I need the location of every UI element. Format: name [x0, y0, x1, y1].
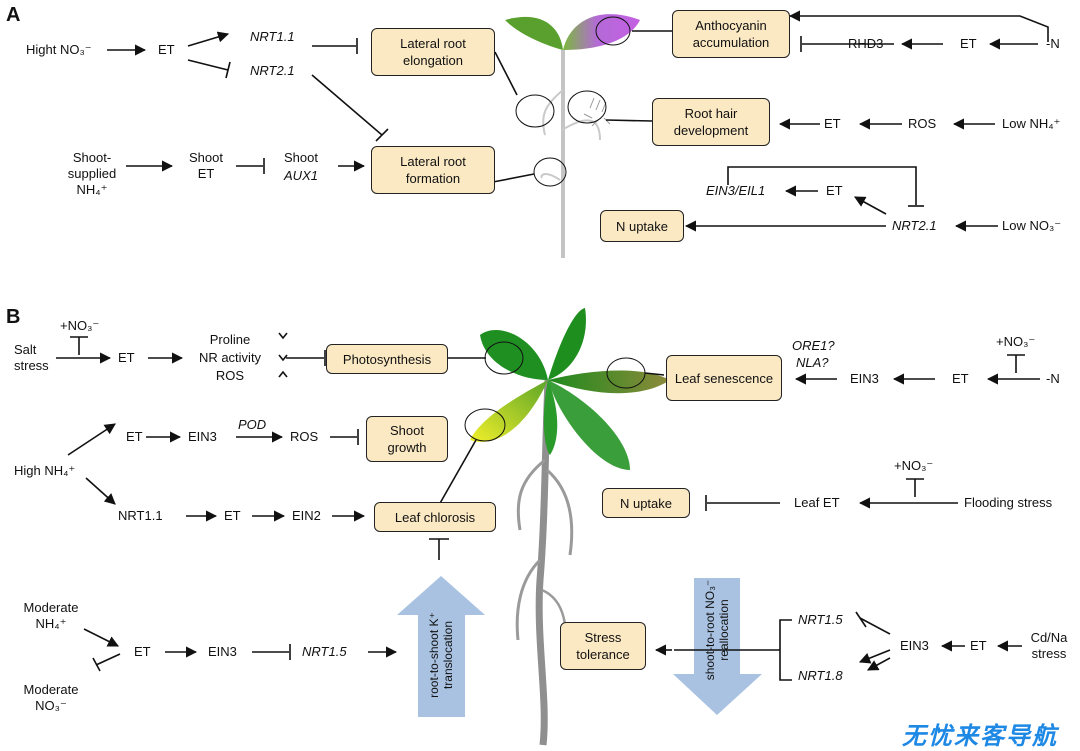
moderate-no3-label: Moderate NO₃⁻: [23, 682, 79, 713]
ros-b-label: ROS: [215, 368, 245, 383]
ein3-cd-label: EIN3: [900, 638, 929, 653]
plant-illustration: [470, 308, 670, 746]
salt-stress-label: Salt stress: [14, 342, 49, 373]
et-label: ET: [158, 42, 175, 57]
shoot-label: Shoot: [284, 150, 318, 165]
panel-label-a: A: [6, 4, 21, 26]
ein3-eil1-label: EIN3/EIL1: [706, 183, 766, 198]
formation-callout-circle: [533, 157, 567, 187]
low-no3-label: Low NO₃⁻: [1002, 218, 1062, 233]
et-ls-label: ET: [952, 371, 969, 386]
ore1-label: ORE1?: [792, 338, 835, 353]
lateral-root-elongation-box: Lateral root elongation: [371, 28, 495, 76]
minus-n-label: -N: [1046, 36, 1060, 51]
nrt15-cd-label: NRT1.5: [798, 612, 843, 627]
no3-reallocation-label: shoot-to-root NO₃⁻ reallocation: [703, 579, 731, 681]
n-uptake-box-b: N uptake: [602, 488, 690, 518]
leaf-et-label: Leaf ET: [794, 495, 840, 510]
nrt11-label: NRT1.1: [250, 29, 295, 44]
et-salt-label: ET: [118, 350, 135, 365]
ein3-h-label: EIN3: [188, 429, 217, 444]
low-nh4-label: Low NH₄⁺: [1002, 116, 1061, 131]
seedling-illustration: [505, 14, 640, 258]
panel-label-b: B: [6, 306, 21, 328]
watermark-logo: 无忧来客导航: [902, 723, 1058, 750]
high-no3-label: Hight NO₃⁻: [26, 42, 92, 57]
nla-label: NLA?: [796, 355, 829, 370]
anthocyanin-callout-circle: [595, 16, 631, 46]
panel-b-connectors: [56, 332, 1040, 681]
panel-a-connectors: [107, 10, 1049, 232]
nrt18-cd-label: NRT1.8: [798, 668, 843, 683]
et-ein3-label: ET: [826, 183, 843, 198]
nrt21-label: NRT2.1: [250, 63, 295, 78]
shoot-supplied-nh4-label: Shoot- supplied NH₄⁺: [67, 150, 117, 197]
plus-no3-salt-label: +NO₃⁻: [60, 318, 100, 333]
nr-activity-label: NR activity: [198, 350, 262, 365]
plus-no3-fl-label: +NO₃⁻: [894, 458, 934, 473]
aux1-label: AUX1: [284, 168, 318, 183]
pod-label: POD: [238, 417, 267, 432]
elongation-callout-circle: [515, 94, 555, 128]
moderate-nh4-label: Moderate NH₄⁺: [23, 600, 79, 631]
et-n-label: ET: [960, 36, 977, 51]
flooding-stress-label: Flooding stress: [964, 495, 1053, 510]
anthocyanin-accumulation-box: Anthocyanin accumulation: [672, 10, 790, 58]
et-cd-label: ET: [970, 638, 987, 653]
proline-label: Proline: [209, 332, 251, 347]
ros-label: ROS: [908, 116, 937, 131]
rhd3-label: RHD3: [848, 36, 884, 51]
k-translocation-label: root-to-shoot K⁺ translocation: [427, 612, 455, 698]
nrt21-b-label: NRT2.1: [892, 218, 937, 233]
root-hair-development-box: Root hair development: [652, 98, 770, 146]
k-translocation-arrow: [397, 576, 485, 717]
et-m-label: ET: [134, 644, 151, 659]
n-uptake-box-a: N uptake: [600, 210, 684, 242]
stress-tolerance-box: Stress tolerance: [560, 622, 646, 670]
et-h2-label: ET: [224, 508, 241, 523]
shoot-growth-box: Shoot growth: [366, 416, 448, 462]
cd-na-stress-label: Cd/Na stress: [1030, 630, 1068, 661]
ein2-label: EIN2: [292, 508, 321, 523]
photosynthesis-box: Photosynthesis: [326, 344, 448, 374]
plus-no3-ls-label: +NO₃⁻: [996, 334, 1036, 349]
leaf-chlorosis-box: Leaf chlorosis: [374, 502, 496, 532]
et-rh-label: ET: [824, 116, 841, 131]
lateral-root-formation-box: Lateral root formation: [371, 146, 495, 194]
no3-reallocation-arrow: [673, 578, 762, 715]
nrt11-h-label: NRT1.1: [118, 508, 163, 523]
nrt15-m-label: NRT1.5: [302, 644, 347, 659]
chlorosis-callout-circle: [464, 408, 506, 442]
shoot-et-label: Shoot ET: [189, 150, 223, 181]
ein3-m-label: EIN3: [208, 644, 237, 659]
high-nh4-label: High NH₄⁺: [14, 463, 76, 478]
ros-h-label: ROS: [290, 429, 319, 444]
leaf-senescence-box: Leaf senescence: [666, 355, 782, 401]
ein3-ls-label: EIN3: [850, 371, 879, 386]
et-h-label: ET: [126, 429, 143, 444]
roothair-callout-circle: [567, 90, 607, 124]
minus-n-b-label: -N: [1046, 371, 1060, 386]
